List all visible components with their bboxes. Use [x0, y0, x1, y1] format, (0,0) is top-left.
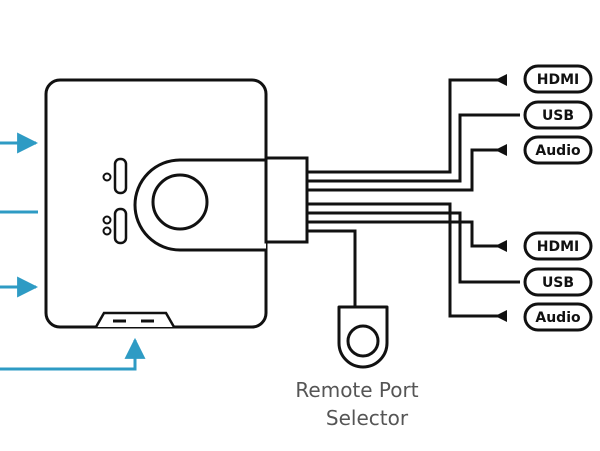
remote-button-icon [346, 324, 380, 358]
connector-pill-audio-2 [523, 302, 593, 332]
connector-pill-usb-1 [523, 100, 593, 130]
connector-label-hdmi-1: HDMI [537, 72, 579, 88]
connector-label-usb-2: USB [542, 275, 574, 291]
cable-strain-relief [264, 156, 309, 244]
selector-button-icon [151, 173, 209, 231]
connector-pill-usb-2 [523, 267, 593, 297]
connector-pill-hdmi-2 [523, 231, 593, 261]
remote-caption-line1: Remote Port [295, 378, 418, 402]
cable-bundle-top [307, 78, 520, 192]
led-dot-1 [102, 172, 112, 182]
connector-label-audio-2: Audio [535, 310, 581, 326]
input-arrow-4 [0, 337, 146, 371]
cable-bundle-bottom [307, 202, 520, 318]
connector-arrowheads [495, 74, 507, 322]
connector-label-usb-1: USB [542, 108, 574, 124]
bottom-port [94, 311, 176, 328]
port-slot-1 [113, 157, 128, 195]
connector-label-hdmi-2: HDMI [537, 239, 579, 255]
remote-caption-line2: Selector [326, 406, 409, 430]
connector-label-audio-1: Audio [535, 143, 581, 159]
remote-cable [307, 229, 357, 307]
connector-pill-audio-1 [523, 135, 593, 165]
port-slot-2 [113, 207, 128, 245]
led-dot-3 [102, 226, 112, 236]
connector-pill-hdmi-1 [523, 64, 593, 94]
led-dot-2 [102, 215, 112, 225]
